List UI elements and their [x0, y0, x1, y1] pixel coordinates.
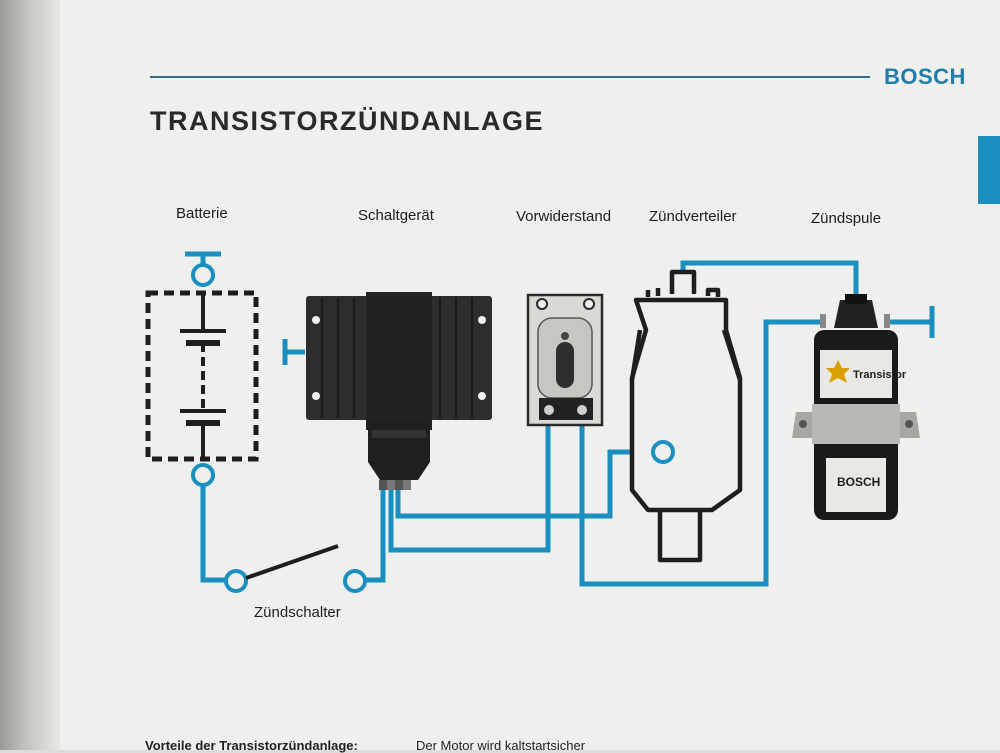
distributor — [629, 269, 743, 563]
coil-model-text: Transistor — [853, 369, 907, 381]
wire-switch-unit — [365, 488, 386, 583]
wire-unit-distributor — [395, 449, 663, 519]
wire-resistor-coil — [579, 319, 820, 587]
ignition-switch-symbol[interactable] — [224, 544, 367, 593]
label-control-unit: Schaltgerät — [358, 207, 434, 224]
ignition-coil — [792, 294, 920, 520]
control-unit — [306, 292, 492, 490]
footer-text: Der Motor wird kaltstartsicher — [416, 738, 586, 753]
ballast-resistor — [526, 293, 604, 427]
header-rule — [150, 76, 870, 78]
label-distributor: Zündverteiler — [649, 208, 737, 225]
wire-battery-switch — [200, 484, 226, 583]
label-ignition-coil: Zündspule — [811, 210, 882, 227]
section-tab — [978, 136, 1000, 204]
label-ballast-resistor: Vorwiderstand — [516, 208, 612, 225]
battery-symbol — [145, 263, 259, 487]
page-title: TRANSISTORZÜNDANLAGE — [150, 106, 544, 136]
coil-brand-text: BOSCH — [837, 475, 881, 489]
bosch-logo: BOSCH — [884, 64, 966, 89]
wire-unit-resistor — [388, 412, 551, 553]
label-ignition-switch: Zündschalter — [254, 604, 341, 621]
footer-advantages-heading: Vorteile der Transistorzündanlage: — [145, 738, 358, 753]
label-battery: Batterie — [176, 205, 228, 222]
